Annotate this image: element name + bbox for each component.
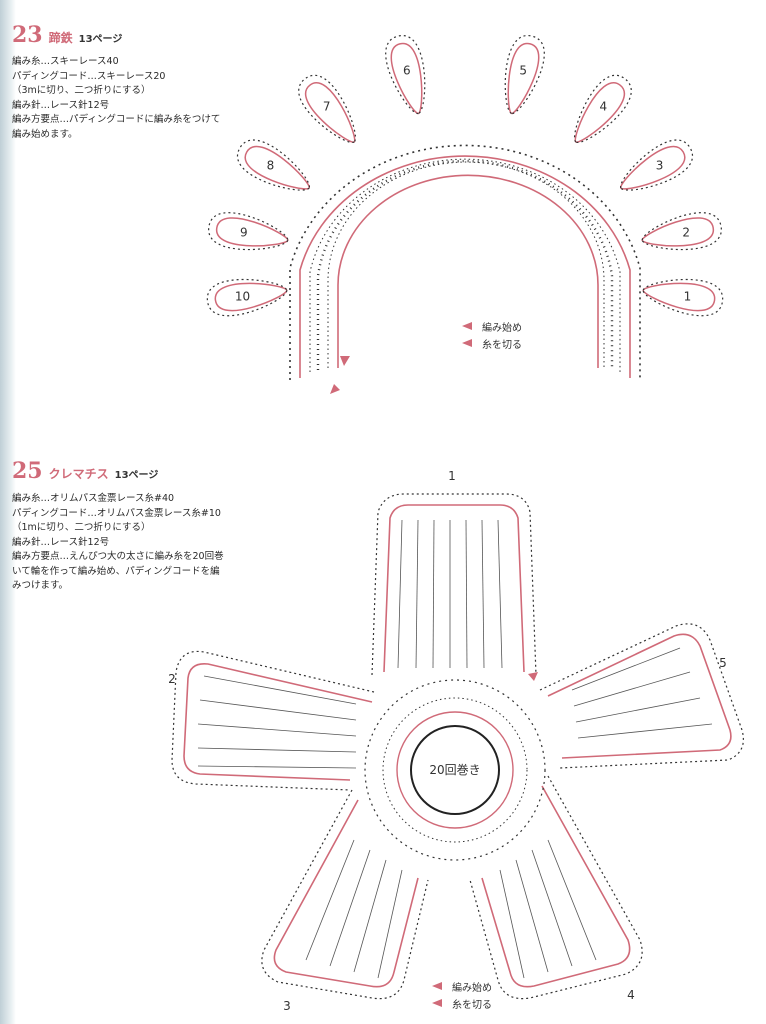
petal-number-6: 6: [403, 63, 411, 77]
notes-line: みつけます。: [12, 580, 69, 591]
petal-loop-stitches: [620, 139, 694, 191]
petal-loop-stitches: [642, 278, 724, 317]
center-ring-label: 20回巻き: [429, 763, 480, 777]
notes-line: 編み方要点…えんぴつ大の太さに編み糸を20回巻: [12, 551, 224, 562]
petal-number-4: 4: [599, 100, 607, 114]
horseshoe-diagram: 1 2 3 4 5 6 7 8 9 10 編み始め 糸を切る: [206, 35, 724, 394]
petal-4: [469, 775, 643, 1000]
legend-cut-label: 糸を切る: [482, 339, 522, 351]
notes-line: パディングコード…スキーレース20: [12, 70, 166, 82]
petal-loop-stitches: [298, 75, 356, 143]
horseshoe-outer-cord: [299, 155, 631, 378]
petal-loop-stitches: [208, 212, 289, 251]
cut-marker: [340, 356, 350, 366]
petal-loop-stitches: [504, 35, 545, 115]
petal-loop-cord: [641, 217, 714, 247]
notes-line: 編み始めます。: [12, 128, 78, 140]
notes-line: 編み糸…オリムパス金票レース糸#40: [12, 493, 175, 504]
petal-loop-cord: [620, 145, 686, 190]
petal-loop-stitches: [641, 212, 722, 251]
book-spine-shadow: [0, 0, 16, 1024]
legend-start-arrow: [462, 322, 472, 330]
petal-number-2: 2: [682, 225, 690, 239]
legend-start-label: 編み始め: [452, 981, 492, 994]
petal-1: [371, 493, 537, 676]
legend-cut-label: 糸を切る: [452, 999, 492, 1011]
petal-loop-cord: [390, 43, 423, 115]
petal-loop-stitches: [574, 75, 632, 143]
petal-loop-cord: [507, 43, 540, 115]
pattern-23-page-ref: 13ページ: [78, 34, 123, 45]
notes-line: 編み針…レース針12号: [12, 536, 110, 548]
start-marker: [330, 384, 340, 394]
center-wound-ring: [410, 725, 500, 815]
legend-cut-arrow: [432, 999, 442, 1007]
petal-loop-stitches: [206, 278, 288, 317]
center-stitch-ring: [382, 697, 528, 843]
legend-cut-arrow: [462, 339, 472, 347]
petal-5: [539, 623, 744, 769]
horseshoe-stitch-row: [327, 161, 605, 368]
pattern-25-name: クレマチス: [48, 467, 109, 481]
petal-number-9: 9: [240, 225, 248, 239]
center-outer-ring: [364, 679, 546, 861]
petal-loop-stitches: [236, 139, 310, 191]
petal-loops: 1 2 3 4 5 6 7 8 9 10: [206, 35, 724, 317]
petal-number-1: 1: [684, 289, 692, 303]
notes-line: 編み糸…スキーレース40: [12, 56, 119, 67]
pattern-25-number: 25: [12, 458, 43, 484]
petal-2: [171, 650, 375, 791]
petal-number-5: 5: [719, 656, 727, 670]
petal-loop-cord: [574, 82, 625, 143]
center-padding-cord: [396, 711, 514, 829]
notes-line: パディングコード…オリムパス金票レース糸#10: [12, 507, 221, 519]
pattern-23-number: 23: [12, 22, 43, 48]
petal-loop-cord: [244, 145, 310, 190]
petal-loop-stitches: [385, 35, 426, 115]
clematis-petals: [171, 493, 744, 1000]
petal-number-3: 3: [283, 999, 291, 1013]
pattern-23-name: 蹄鉄: [48, 31, 73, 45]
legend-start-arrow: [432, 982, 442, 990]
horseshoe-outer-edge: [289, 144, 641, 380]
pattern-23-heading: 23 蹄鉄 13ページ: [12, 22, 122, 48]
petal-number-7: 7: [323, 100, 331, 114]
pattern-25-heading: 25 クレマチス 13ページ: [12, 458, 158, 484]
petal-number-8: 8: [267, 159, 275, 173]
legend-start-label: 編み始め: [482, 321, 522, 334]
petal-number-10: 10: [235, 289, 250, 303]
petal-number-1: 1: [448, 469, 456, 483]
notes-line: 編み方要点…パディングコードに編み糸をつけて: [12, 114, 221, 125]
start-marker: [528, 672, 538, 681]
pattern-25-page-ref: 13ページ: [114, 470, 159, 481]
petal-loop-cord: [642, 282, 716, 312]
petal-number-5: 5: [519, 63, 527, 77]
pattern-25-notes: 編み糸…オリムパス金票レース糸#40 パディングコード…オリムパス金票レース糸#…: [12, 492, 224, 594]
petal-loop-cord: [305, 82, 356, 143]
horseshoe-inner-cord: [337, 174, 599, 368]
petal-number-3: 3: [656, 159, 664, 173]
petal-number-2: 2: [168, 672, 176, 686]
notes-line: （3mに切り、二つ折りにする）: [12, 85, 151, 96]
pattern-23-notes: 編み糸…スキーレース40 パディングコード…スキーレース20 （3mに切り、二つ…: [12, 55, 220, 142]
petal-loop-cord: [216, 217, 289, 247]
notes-line: いて輪を作って編み始め、パディングコードを編: [12, 565, 220, 577]
petal-number-4: 4: [627, 988, 635, 1002]
notes-line: 編み針…レース針12号: [12, 99, 110, 111]
notes-line: （1mに切り、二つ折りにする）: [12, 522, 151, 533]
horseshoe-stitch-row: [309, 158, 621, 372]
petal-3: [261, 789, 429, 1000]
petal-loop-cord: [214, 282, 288, 312]
